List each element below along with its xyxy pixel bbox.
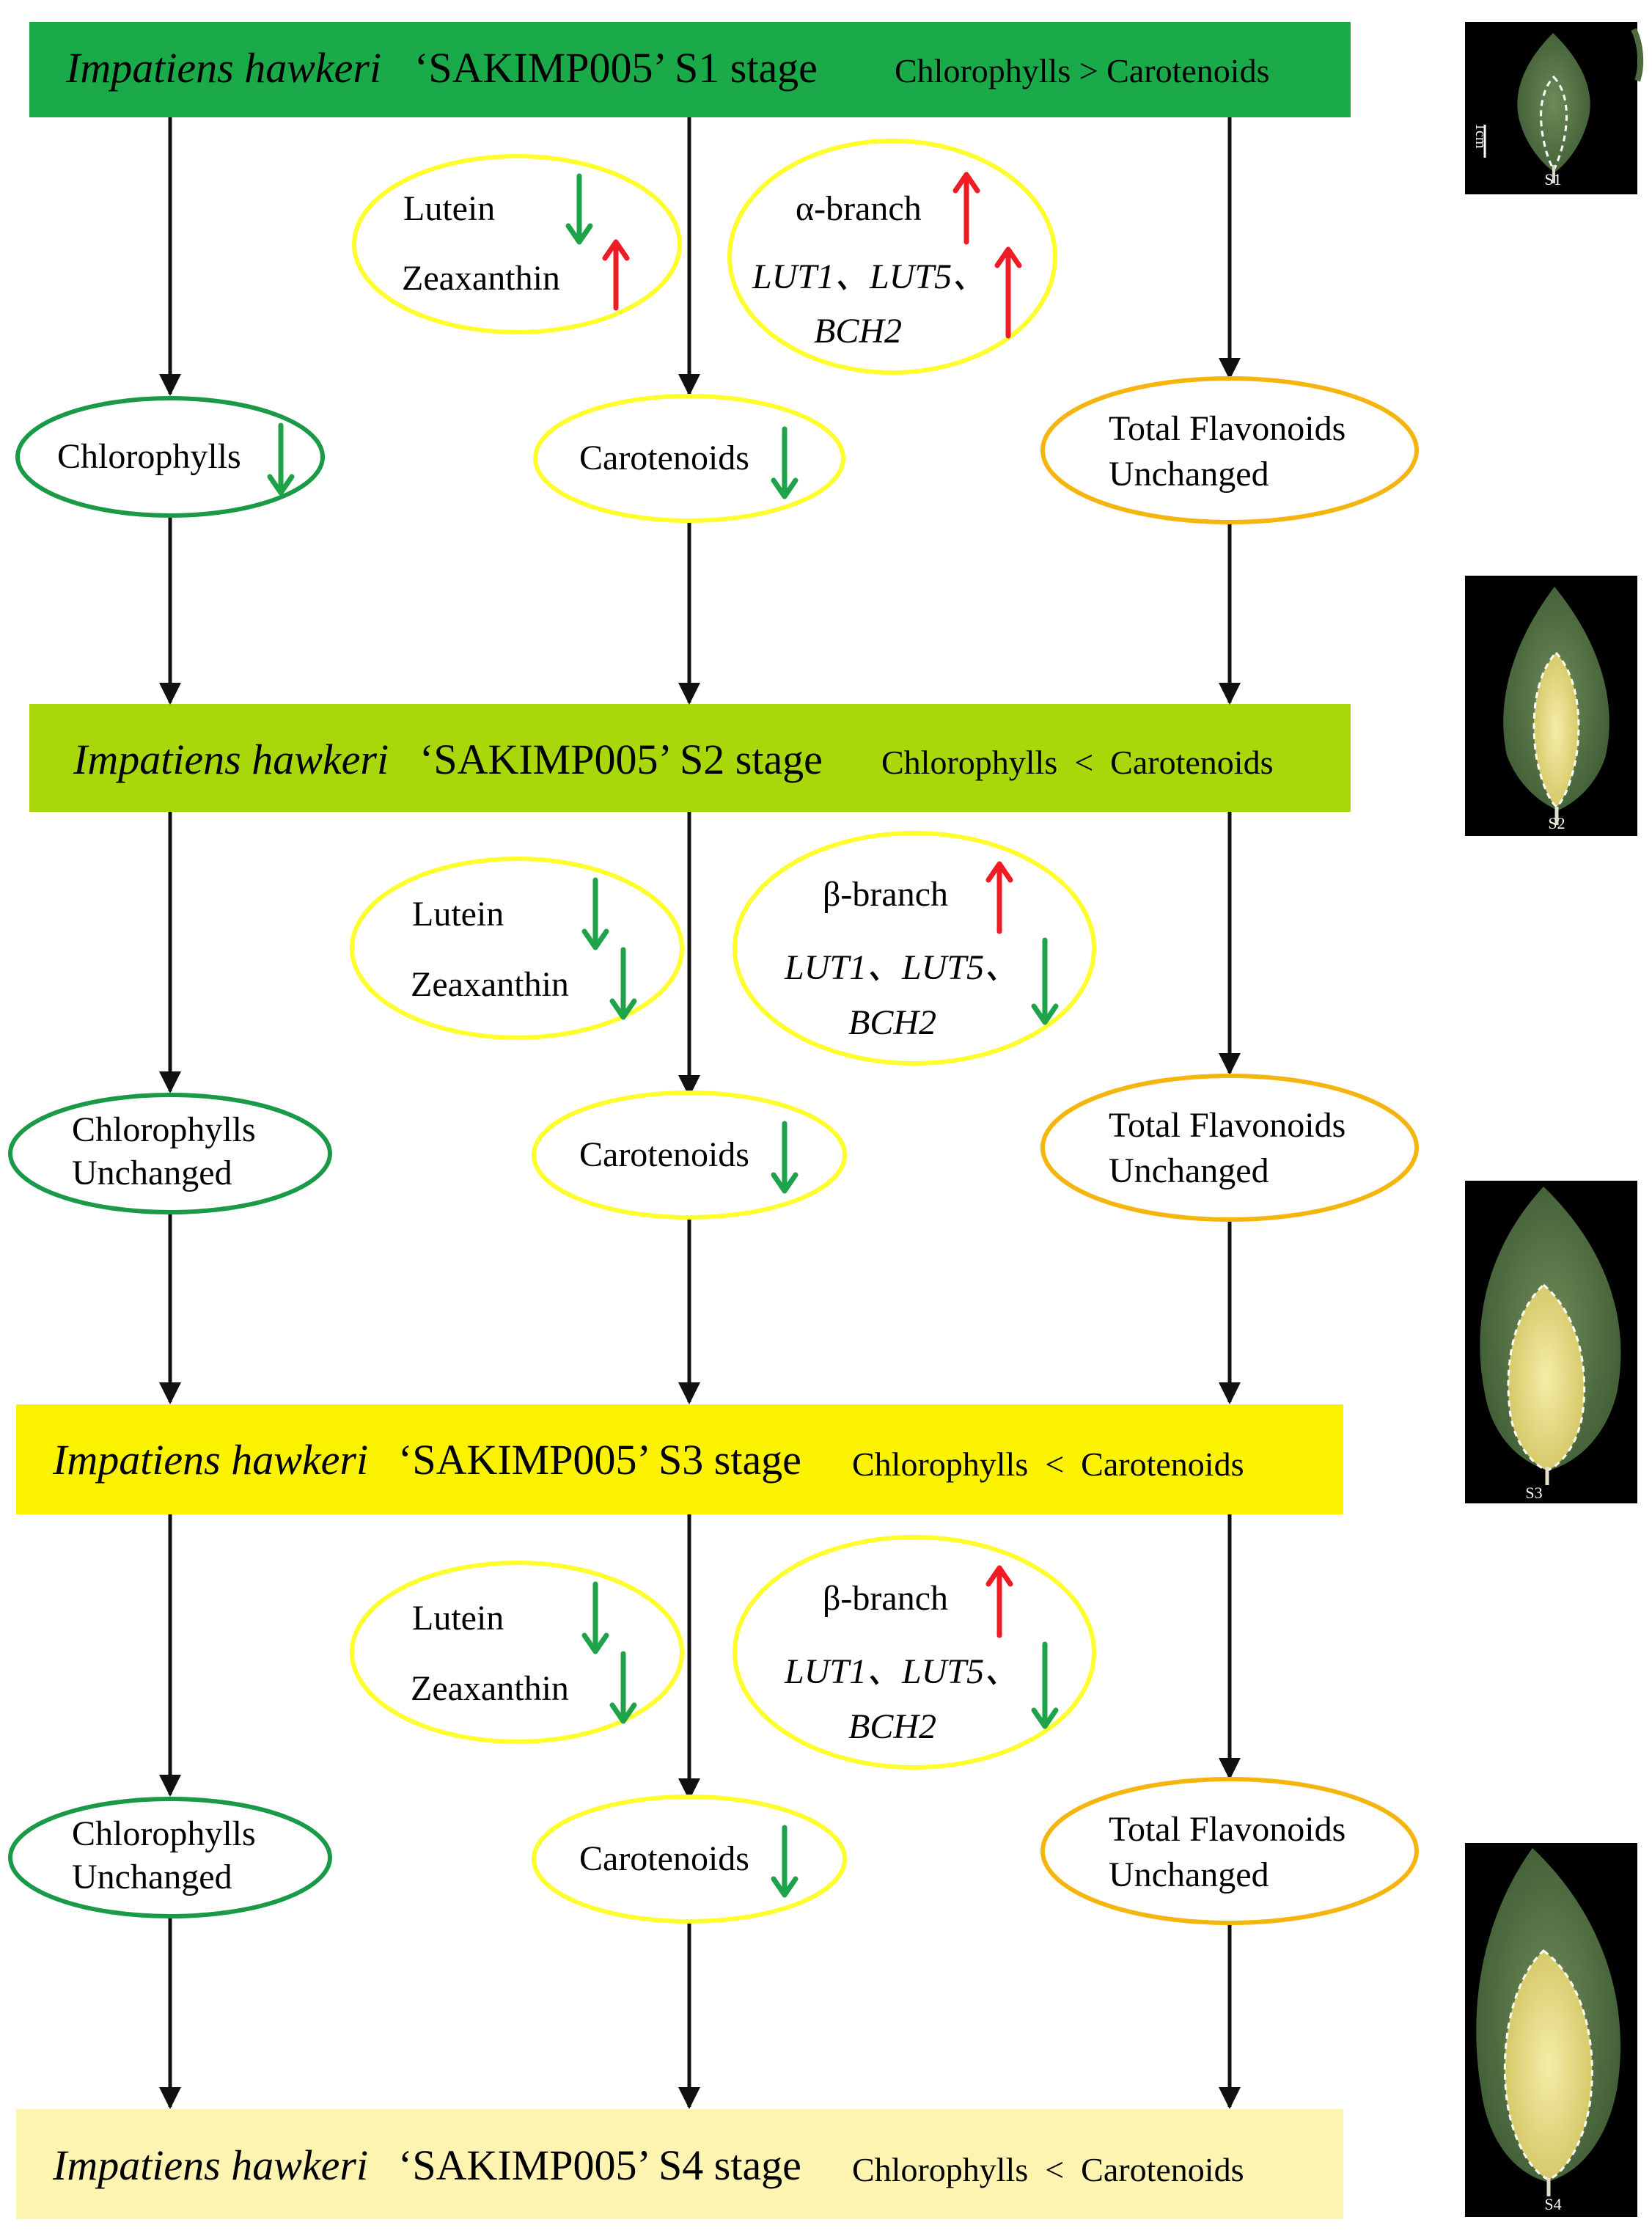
stage-comparison: Chlorophylls < Carotenoids xyxy=(881,744,1273,781)
stage-cultivar: ‘SAKIMP005’ S4 stage xyxy=(398,2141,801,2189)
lutein-label: Lutein xyxy=(412,1599,504,1638)
trend-arrow-icon xyxy=(771,426,799,499)
trend-arrow-icon xyxy=(985,861,1013,934)
zeaxanthin-label: Zeaxanthin xyxy=(411,1669,569,1708)
trend-arrow-icon xyxy=(609,1651,637,1724)
stage-comparison: Chlorophylls > Carotenoids xyxy=(895,52,1269,89)
trend-arrow-icon xyxy=(1031,937,1059,1025)
scale-bar-label: 1cm xyxy=(1472,123,1488,149)
chlorophylls-ellipse xyxy=(8,1093,332,1214)
chlorophylls-status: Unchanged xyxy=(72,1154,232,1192)
flavonoids-ellipse xyxy=(1040,376,1419,524)
stage-cultivar: ‘SAKIMP005’ S1 stage xyxy=(414,44,818,92)
genes-line1: LUT1、LUT5、 xyxy=(752,257,987,296)
photo-label: S2 xyxy=(1548,814,1565,832)
stage-bar-s1-background xyxy=(29,22,1351,117)
leaf-photo-s4: S4 xyxy=(1465,1843,1637,2217)
carotenoids-ellipse xyxy=(532,1795,847,1924)
genes-line1: LUT1、LUT5、 xyxy=(784,1652,1019,1691)
stage-species: Impatiens hawkeri xyxy=(65,44,381,92)
flavonoids-line1: Total Flavonoids xyxy=(1109,1106,1346,1145)
stage-cultivar: ‘SAKIMP005’ S2 stage xyxy=(419,736,823,783)
stage-species: Impatiens hawkeri xyxy=(52,1436,368,1484)
chlorophylls-ellipse xyxy=(8,1797,332,1918)
carotenoids-label: Carotenoids xyxy=(579,439,749,477)
trend-arrow-icon xyxy=(565,173,593,245)
flavonoids-ellipse xyxy=(1040,1777,1419,1925)
pigment-ellipse xyxy=(350,1561,684,1744)
transition-s2-s3: Lutein Zeaxanthin β-branch LUT1、LUT5、 BC… xyxy=(8,831,1419,1222)
genes-line1: LUT1、LUT5、 xyxy=(784,948,1019,987)
stage-bar-s4-background xyxy=(16,2109,1343,2219)
trend-arrow-icon xyxy=(952,172,980,245)
carotenoids-label: Carotenoids xyxy=(579,1839,749,1878)
transition-s1-s2: Lutein Zeaxanthin α-branch LUT1、LUT5、 BC… xyxy=(15,139,1419,524)
trend-arrow-icon xyxy=(994,246,1022,339)
lutein-label: Lutein xyxy=(403,189,495,228)
stage-bar-s3-background xyxy=(16,1404,1343,1514)
chlorophylls-ellipse xyxy=(15,396,325,518)
chlorophylls-label: Chlorophylls xyxy=(57,437,241,476)
flavonoids-line1: Total Flavonoids xyxy=(1109,1810,1346,1849)
stage-bar-s1: Impatiens hawkeri ‘SAKIMP005’ S1 stage C… xyxy=(29,22,1351,117)
flavonoids-line1: Total Flavonoids xyxy=(1109,409,1346,448)
stage-bar-s3: Impatiens hawkeri ‘SAKIMP005’ S3 stage C… xyxy=(16,1404,1343,1514)
stage-bar-s2: Impatiens hawkeri ‘SAKIMP005’ S2 stage C… xyxy=(29,704,1351,812)
stage-bar-s4: Impatiens hawkeri ‘SAKIMP005’ S4 stage C… xyxy=(16,2109,1343,2219)
zeaxanthin-label: Zeaxanthin xyxy=(402,259,560,298)
carotenoids-label: Carotenoids xyxy=(579,1135,749,1174)
chlorophylls-label: Chlorophylls xyxy=(72,1110,256,1149)
carotenoids-ellipse xyxy=(533,394,845,523)
trend-arrow-icon xyxy=(602,239,630,311)
neighbor-leaf-edge xyxy=(1631,28,1644,82)
trend-arrow-icon xyxy=(771,1825,799,1898)
trend-arrow-icon xyxy=(267,422,295,496)
stage-comparison: Chlorophylls < Carotenoids xyxy=(852,1445,1244,1483)
stage-comparison: Chlorophylls < Carotenoids xyxy=(852,2151,1244,2188)
carotenoids-ellipse xyxy=(532,1090,847,1220)
stage-cultivar: ‘SAKIMP005’ S3 stage xyxy=(398,1436,801,1484)
connectors xyxy=(159,117,1241,2109)
trend-arrow-icon xyxy=(985,1565,1013,1638)
trend-arrow-icon xyxy=(1031,1641,1059,1729)
transition-s3-s4: Lutein Zeaxanthin β-branch LUT1、LUT5、 BC… xyxy=(8,1535,1419,1925)
leaf-icon xyxy=(1517,33,1590,172)
leaf-photo-s1: 1cm S1 xyxy=(1465,22,1644,194)
pigment-ellipse xyxy=(350,857,684,1040)
branch-label: α-branch xyxy=(796,189,922,228)
photo-label: S4 xyxy=(1544,2195,1561,2213)
flavonoids-line2: Unchanged xyxy=(1109,1855,1269,1894)
branch-label: β-branch xyxy=(823,875,948,914)
gene-ellipse xyxy=(733,831,1096,1066)
trend-arrow-icon xyxy=(771,1121,799,1194)
genes-line2: BCH2 xyxy=(814,312,902,351)
chlorophylls-label: Chlorophylls xyxy=(72,1814,256,1853)
gene-ellipse xyxy=(733,1535,1096,1770)
trend-arrow-icon xyxy=(581,877,609,950)
photo-label: S1 xyxy=(1544,170,1561,188)
leaf-photo-s3: S3 xyxy=(1465,1181,1637,1503)
chlorophylls-status: Unchanged xyxy=(72,1858,232,1896)
pigment-ellipse xyxy=(352,154,682,334)
gene-ellipse xyxy=(727,139,1057,375)
genes-line2: BCH2 xyxy=(848,1707,936,1746)
flavonoids-ellipse xyxy=(1040,1074,1419,1222)
zeaxanthin-label: Zeaxanthin xyxy=(411,965,569,1004)
variegation-outline xyxy=(1503,1949,1593,2181)
lutein-label: Lutein xyxy=(412,895,504,934)
trend-arrow-icon xyxy=(581,1581,609,1654)
flavonoids-line2: Unchanged xyxy=(1109,455,1269,494)
genes-line2: BCH2 xyxy=(848,1003,936,1042)
trend-arrow-icon xyxy=(609,947,637,1020)
stage-species: Impatiens hawkeri xyxy=(52,2141,368,2189)
stage-species: Impatiens hawkeri xyxy=(73,736,389,783)
leaf-photo-s2: S2 xyxy=(1465,576,1637,836)
variegation-outline xyxy=(1532,650,1580,808)
flavonoids-line2: Unchanged xyxy=(1109,1151,1269,1190)
stage-bar-s2-background xyxy=(29,704,1351,812)
photo-label: S3 xyxy=(1525,1484,1542,1502)
branch-label: β-branch xyxy=(823,1579,948,1618)
